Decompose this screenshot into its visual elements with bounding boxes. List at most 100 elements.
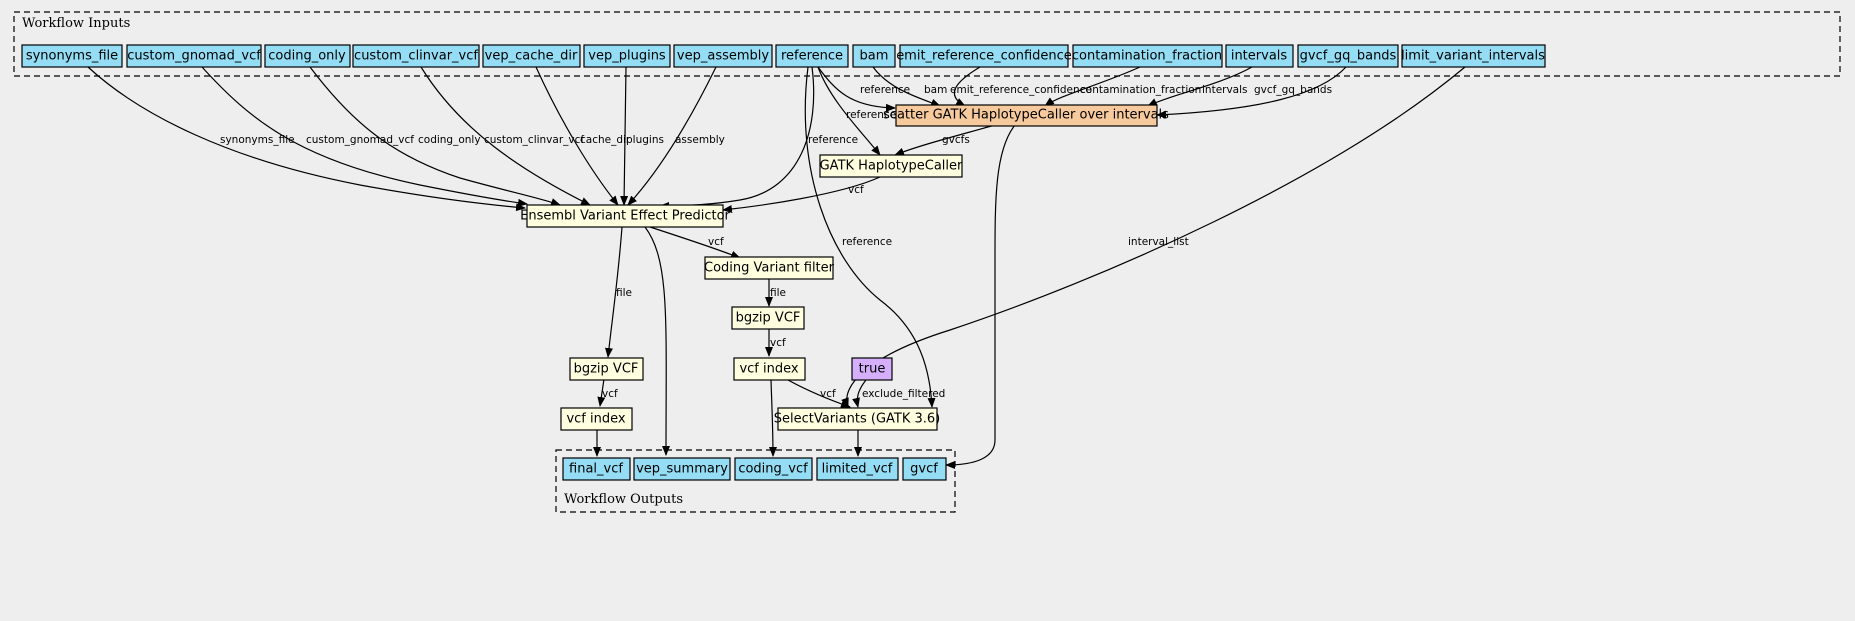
input-custom-clinvar-vcf[interactable]: custom_clinvar_vcf — [352, 44, 480, 68]
input-vep-plugins[interactable]: vep_plugins — [583, 44, 671, 68]
svg-text:exclude_filtered: exclude_filtered — [862, 388, 945, 400]
step-vep[interactable]: Ensembl Variant Effect Predictor — [520, 204, 731, 228]
svg-text:vcf: vcf — [770, 337, 786, 349]
svg-text:interval_list: interval_list — [1128, 236, 1189, 248]
svg-text:GATK HaplotypeCaller: GATK HaplotypeCaller — [820, 159, 963, 174]
svg-text:reference: reference — [781, 49, 843, 64]
svg-text:coding_only: coding_only — [268, 49, 346, 64]
svg-text:limited_vcf: limited_vcf — [822, 462, 893, 477]
svg-text:Coding Variant filter: Coding Variant filter — [704, 261, 835, 276]
svg-text:synonyms_file: synonyms_file — [220, 134, 295, 146]
edge-gvcf-gq-bands: gvcf_gq_bands — [1156, 66, 1347, 119]
workflow-inputs-cluster: Workflow Inputs — [13, 11, 1841, 77]
input-nodes: synonyms_file custom_gnomad_vcf coding_o… — [21, 44, 1546, 68]
input-vep-assembly[interactable]: vep_assembly — [673, 44, 773, 68]
svg-text:vep_assembly: vep_assembly — [677, 49, 769, 64]
svg-text:reference: reference — [842, 236, 892, 248]
svg-text:contamination_fraction: contamination_fraction — [1072, 49, 1222, 64]
edge-cache-dir: cache_dir — [535, 66, 631, 206]
step-nodes: scatter GATK HaplotypeCaller over interv… — [520, 104, 1169, 431]
svg-text:plugins: plugins — [626, 134, 664, 146]
edge-index-select: vcf — [787, 379, 851, 408]
svg-text:SelectVariants (GATK 3.6): SelectVariants (GATK 3.6) — [774, 412, 941, 427]
output-vep-summary[interactable]: vep_summary — [633, 457, 731, 481]
output-gvcf[interactable]: gvcf — [902, 457, 947, 481]
output-coding-vcf[interactable]: coding_vcf — [734, 457, 813, 481]
edge-emit-reference-confidence: emit_reference_confidence — [950, 66, 1092, 107]
svg-text:bgzip VCF: bgzip VCF — [574, 362, 639, 377]
edge-vep-bgzip-final: file — [604, 226, 632, 358]
workflow-inputs-label: Workflow Inputs — [22, 16, 130, 31]
input-bam[interactable]: bam — [852, 44, 896, 68]
svg-text:gvcfs: gvcfs — [942, 134, 970, 146]
input-synonyms-file[interactable]: synonyms_file — [21, 44, 123, 68]
svg-text:bam: bam — [860, 49, 889, 64]
step-scatter-haplotypecaller[interactable]: scatter GATK HaplotypeCaller over interv… — [883, 104, 1169, 127]
svg-text:intervals: intervals — [1202, 84, 1248, 96]
input-vep-cache-dir[interactable]: vep_cache_dir — [482, 44, 581, 68]
edge-intervals: intervals — [1147, 66, 1253, 107]
step-select-variants[interactable]: SelectVariants (GATK 3.6) — [774, 407, 941, 431]
step-haplotypecaller[interactable]: GATK HaplotypeCaller — [819, 154, 963, 178]
edge-reference-hc: reference — [817, 66, 896, 156]
svg-text:gvcf_gq_bands: gvcf_gq_bands — [1254, 84, 1332, 96]
step-bgzip-final[interactable]: bgzip VCF — [569, 357, 644, 381]
edge-reference-select: reference — [804, 66, 936, 408]
svg-text:vep_summary: vep_summary — [636, 462, 728, 477]
svg-text:Ensembl Variant Effect Predict: Ensembl Variant Effect Predictor — [520, 209, 730, 224]
svg-text:limit_variant_intervals: limit_variant_intervals — [1401, 49, 1545, 64]
svg-text:emit_reference_confidence: emit_reference_confidence — [896, 49, 1072, 64]
edge-vep-summary — [644, 226, 671, 456]
output-limited-vcf[interactable]: limited_vcf — [816, 457, 899, 481]
svg-text:vcf: vcf — [602, 388, 618, 400]
input-limit-variant-intervals[interactable]: limit_variant_intervals — [1401, 44, 1546, 68]
svg-text:reference: reference — [808, 134, 858, 146]
step-bgzip-coding[interactable]: bgzip VCF — [731, 306, 805, 330]
input-contamination-fraction[interactable]: contamination_fraction — [1072, 44, 1223, 68]
edge-bam: bam — [872, 66, 947, 107]
svg-text:custom_clinvar_vcf: custom_clinvar_vcf — [484, 134, 584, 146]
input-reference[interactable]: reference — [775, 44, 849, 68]
step-true-constant[interactable]: true — [851, 357, 893, 381]
edges: synonyms_file custom_gnomad_vcf coding_o… — [87, 66, 1466, 469]
edge-index-coding-vcf — [768, 379, 777, 457]
edge-contamination-fraction: contamination_fraction — [1044, 66, 1201, 107]
edge-assembly: assembly — [627, 66, 725, 206]
workflow-outputs-label: Workflow Outputs — [564, 492, 683, 507]
svg-text:final_vcf: final_vcf — [569, 462, 623, 477]
svg-text:scatter GATK HaplotypeCaller o: scatter GATK HaplotypeCaller over interv… — [883, 108, 1169, 123]
step-coding-filter[interactable]: Coding Variant filter — [704, 256, 835, 280]
edge-custom-clinvar-vcf: custom_clinvar_vcf — [420, 66, 591, 206]
edge-gvcfs: gvcfs — [894, 124, 996, 156]
svg-text:bam: bam — [924, 84, 947, 96]
svg-text:gvcf_gq_bands: gvcf_gq_bands — [1300, 49, 1397, 64]
edge-reference-scatter: reference — [817, 66, 910, 112]
input-intervals[interactable]: intervals — [1225, 44, 1294, 68]
svg-text:true: true — [859, 362, 886, 377]
edge-filter-bgzip-coding: file — [765, 279, 786, 307]
svg-text:reference: reference — [860, 84, 910, 96]
step-index-final[interactable]: vcf index — [560, 407, 633, 431]
edge-synonyms-file: synonyms_file — [87, 66, 526, 212]
svg-text:coding_vcf: coding_vcf — [738, 462, 808, 477]
input-coding-only[interactable]: coding_only — [264, 44, 351, 68]
edge-hc-vep: vcf — [722, 176, 881, 214]
edge-bgzip-index-final: vcf — [597, 378, 618, 407]
svg-text:intervals: intervals — [1231, 49, 1288, 64]
output-nodes: final_vcf vep_summary coding_vcf limited… — [562, 457, 947, 481]
edge-bgzip-index-coding: vcf — [765, 329, 786, 357]
svg-text:vep_cache_dir: vep_cache_dir — [485, 49, 578, 64]
svg-text:file: file — [616, 287, 632, 299]
svg-text:gvcf: gvcf — [910, 462, 938, 477]
input-gvcf-gq-bands[interactable]: gvcf_gq_bands — [1297, 44, 1399, 68]
svg-text:reference: reference — [846, 109, 896, 121]
svg-text:custom_gnomad_vcf: custom_gnomad_vcf — [306, 134, 414, 146]
input-custom-gnomad-vcf[interactable]: custom_gnomad_vcf — [126, 44, 262, 68]
svg-text:vep_plugins: vep_plugins — [588, 49, 666, 64]
edge-scatter-gvcf — [945, 124, 1016, 469]
edge-vep-filter: vcf — [649, 226, 741, 259]
step-index-coding[interactable]: vcf index — [733, 357, 806, 381]
svg-text:emit_reference_confidence: emit_reference_confidence — [950, 84, 1092, 96]
output-final-vcf[interactable]: final_vcf — [562, 457, 631, 481]
input-emit-reference-confidence[interactable]: emit_reference_confidence — [896, 44, 1072, 68]
